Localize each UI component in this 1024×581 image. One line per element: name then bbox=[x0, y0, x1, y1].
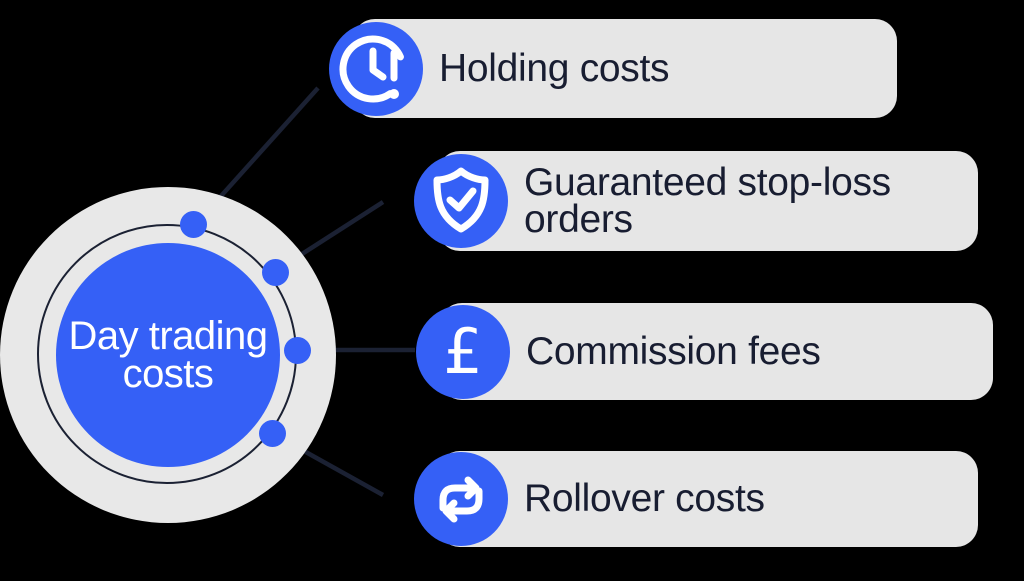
card-label: Guaranteed stop-loss orders bbox=[524, 160, 891, 241]
connector-dot-stop-loss bbox=[262, 259, 289, 286]
card-rollover-costs: Rollover costs bbox=[414, 451, 978, 547]
card-label: Commission fees bbox=[526, 329, 821, 373]
hub-title: Day trading costs bbox=[68, 314, 268, 396]
connector-dot-commission bbox=[284, 337, 311, 364]
connector-dot-holding-costs bbox=[180, 211, 207, 238]
connector-dot-rollover bbox=[259, 420, 286, 447]
clock-alert-icon bbox=[329, 21, 423, 116]
svg-text:£: £ bbox=[443, 315, 482, 388]
card-label: Holding costs bbox=[439, 46, 670, 90]
card-commission-fees: £ Commission fees bbox=[416, 303, 993, 400]
pound-icon: £ bbox=[416, 304, 510, 399]
card-holding-costs: Holding costs bbox=[329, 19, 897, 118]
card-label: Rollover costs bbox=[524, 477, 765, 521]
shield-check-icon bbox=[414, 154, 508, 248]
repeat-icon bbox=[414, 452, 508, 546]
card-guaranteed-stop-loss-orders: Guaranteed stop-loss orders bbox=[414, 151, 978, 251]
hub-circle: Day trading costs bbox=[56, 243, 280, 467]
